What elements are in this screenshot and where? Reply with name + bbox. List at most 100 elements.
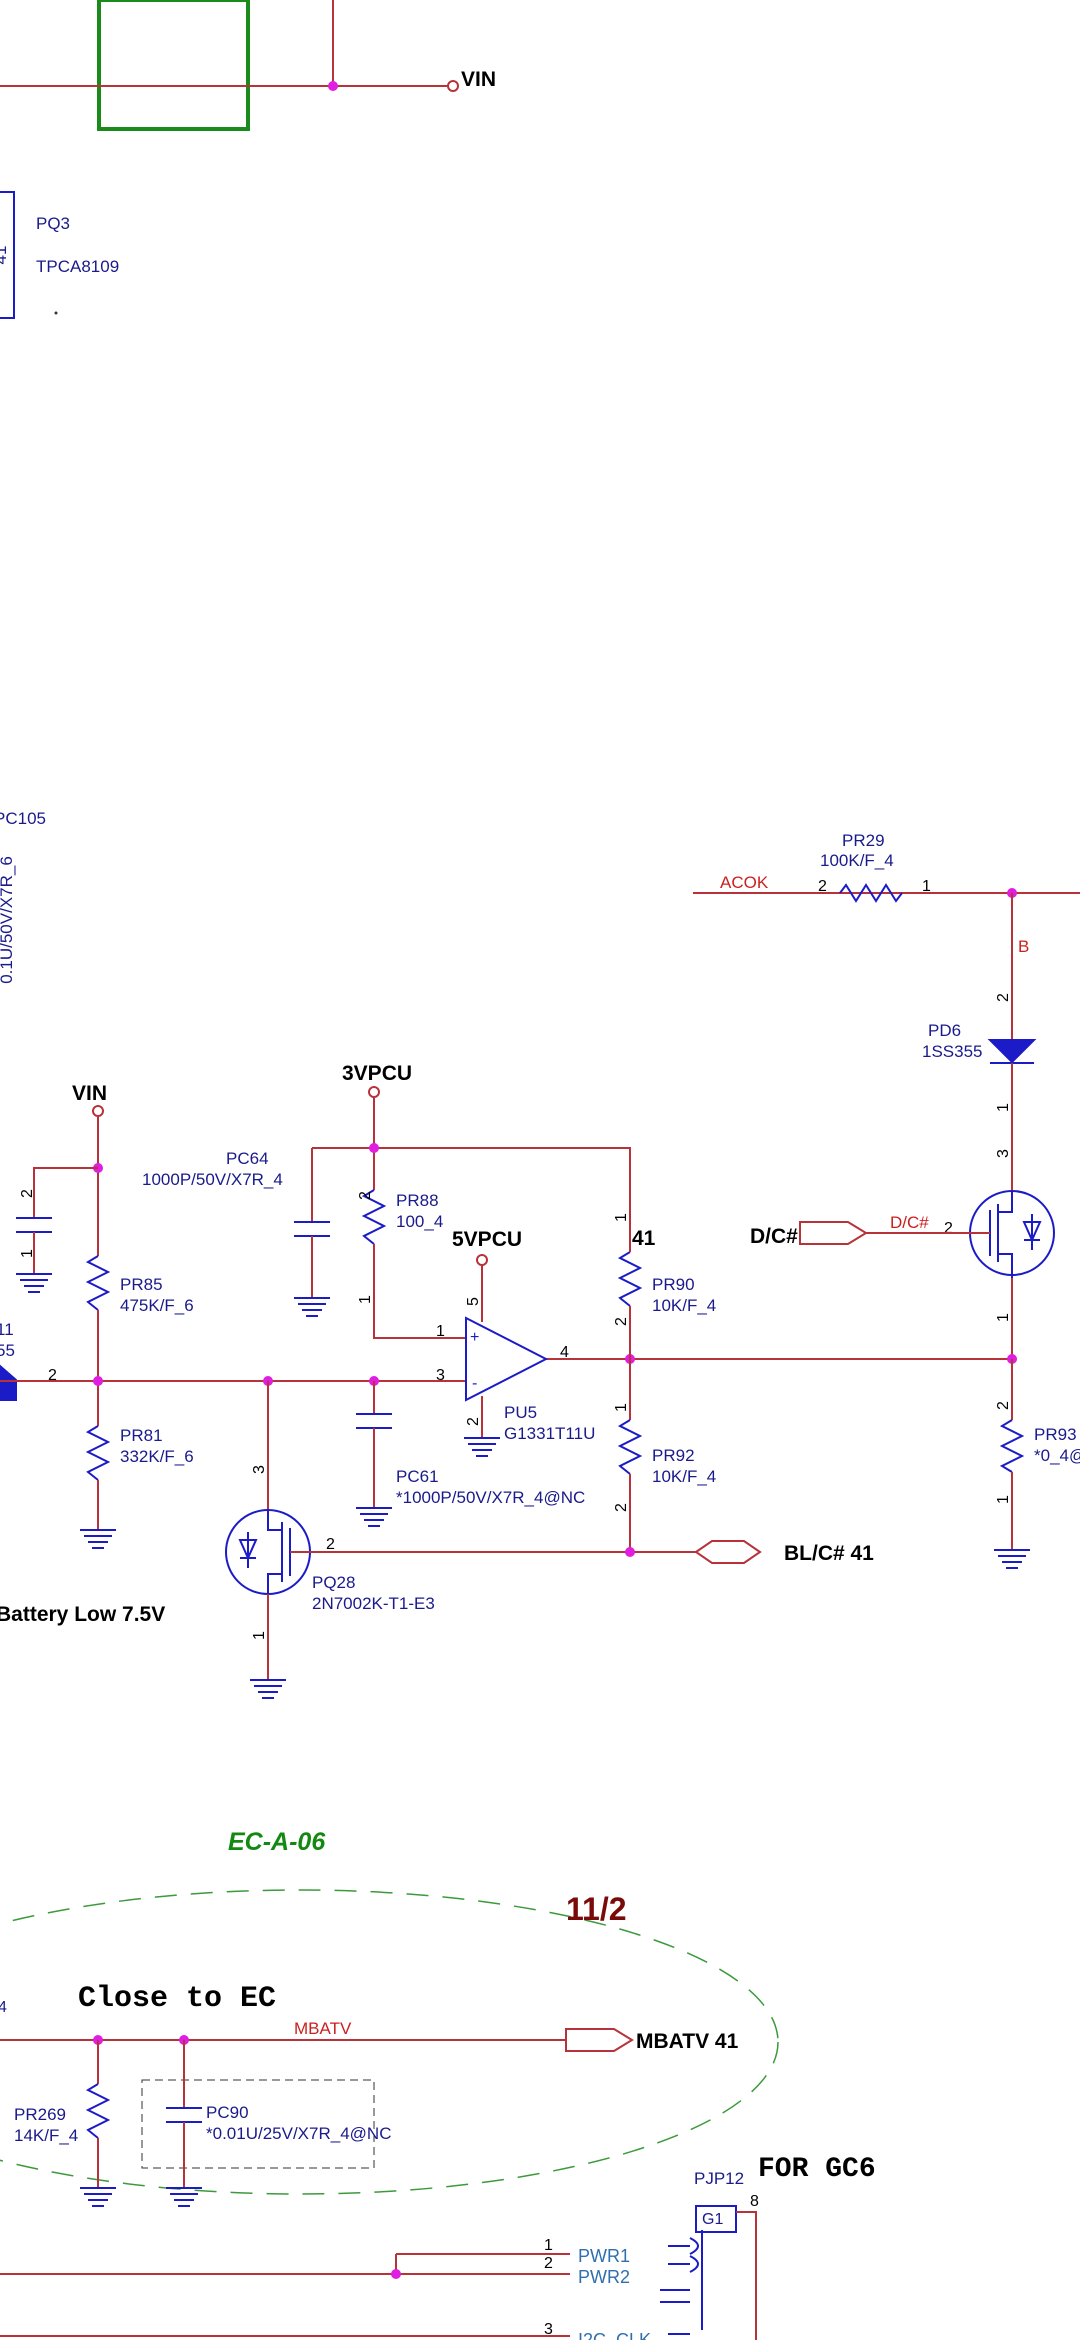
junction-divider bbox=[93, 1376, 103, 1386]
5vpcu-port bbox=[476, 1254, 488, 1266]
junction-blc bbox=[625, 1547, 635, 1557]
pr93-pin-bottom: 1 bbox=[995, 1495, 1012, 1504]
pd6-diode bbox=[987, 1039, 1037, 1064]
pr93-group: 2 1 PR93 *0_4@ bbox=[994, 1359, 1080, 1569]
pc90-ground-icon bbox=[166, 2187, 202, 2207]
dc-label: D/C# bbox=[750, 1225, 798, 1248]
pr88-pin-top: 2 bbox=[357, 1191, 374, 1200]
close-to-ec: Close to EC bbox=[78, 1982, 276, 2016]
pu5-ref: PU5 bbox=[504, 1403, 537, 1422]
pd6-value: 1SS355 bbox=[922, 1042, 983, 1061]
blc-label: BL/C# 41 bbox=[784, 1542, 874, 1565]
pr90-resistor bbox=[617, 1251, 643, 1307]
pc90-nc-box bbox=[141, 2079, 375, 2169]
vin-port-circle bbox=[447, 80, 459, 92]
acok-net: ACOK bbox=[720, 873, 769, 892]
pwr2-pin: 2 bbox=[544, 2255, 553, 2272]
pu5-pin-out: 4 bbox=[560, 1344, 569, 1361]
pr90-pin-bottom: 2 bbox=[613, 1317, 630, 1326]
pu5-pin-plus: 1 bbox=[436, 1323, 445, 1340]
pjp12-pin-8: 8 bbox=[750, 2193, 759, 2210]
pwr2-label: PWR2 bbox=[578, 2267, 630, 2287]
pr29-pin-right: 1 bbox=[922, 878, 931, 895]
pr269-ref: PR269 bbox=[14, 2105, 66, 2124]
3vpcu-port bbox=[368, 1086, 380, 1098]
junction-3vpcu bbox=[369, 1143, 379, 1153]
junction-pwr bbox=[391, 2269, 401, 2279]
dc-mosfet-source bbox=[998, 1253, 1013, 1278]
pr93-ref: PR93 bbox=[1034, 1425, 1077, 1444]
pc105-ref: PC105 bbox=[0, 809, 46, 828]
pr88-pin-bottom: 1 bbox=[357, 1295, 374, 1304]
pr269-ground-icon bbox=[80, 2187, 116, 2207]
pr269-value: 14K/F_4 bbox=[14, 2126, 78, 2145]
dc-pin-gate: 2 bbox=[944, 1220, 953, 1237]
pq3-ref: PQ3 bbox=[36, 214, 70, 233]
net-55: 55 bbox=[0, 1341, 15, 1360]
pjp12-header-box bbox=[695, 2205, 737, 2233]
pu5-opamp: 5VPCU 5 + - 1 3 4 2 PU5 G1331T11U bbox=[436, 1228, 595, 1457]
left-cap-pin-2: 2 bbox=[19, 1189, 36, 1198]
pr29-resistor bbox=[839, 883, 903, 903]
pjp12-pin-g1: G1 bbox=[702, 2211, 723, 2228]
pr85-value: 475K/F_6 bbox=[120, 1296, 194, 1315]
pu5-triangle bbox=[465, 1316, 549, 1402]
pr93-ground-icon bbox=[994, 1549, 1030, 1569]
dc-pin-top: 3 bbox=[995, 1149, 1012, 1158]
pq3-side-text: 41 bbox=[0, 246, 10, 265]
junction-vin-top bbox=[328, 81, 338, 91]
pu5-pin-gnd: 2 bbox=[465, 1417, 482, 1426]
pjp12-ref: PJP12 bbox=[694, 2169, 744, 2188]
pr92-ref: PR92 bbox=[652, 1446, 695, 1465]
vin-port-mid bbox=[92, 1105, 104, 1117]
left-arrow-port bbox=[0, 1364, 17, 1401]
pq28-pin-source: 1 bbox=[251, 1631, 268, 1640]
pq3-body-outline bbox=[0, 191, 15, 319]
pr29-ref: PR29 bbox=[842, 831, 885, 850]
pjp12-note: FOR GC6 bbox=[758, 2154, 876, 2185]
divider-section: VIN 2 1 PR85 475K/F_6 PR81 332K/F_6 bbox=[16, 1082, 194, 1549]
pr81-value: 332K/F_6 bbox=[120, 1447, 194, 1466]
pr88-resistor bbox=[361, 1189, 387, 1245]
pc64-ground-icon bbox=[294, 1297, 330, 1317]
left-cap-pin-1: 1 bbox=[19, 1249, 36, 1258]
pr92-pin-top: 1 bbox=[613, 1403, 630, 1412]
pc90-ref: PC90 bbox=[206, 2103, 249, 2122]
pwr1-pin: 1 bbox=[544, 2237, 553, 2254]
pq28-ground-icon bbox=[250, 1679, 286, 1699]
ec-tag: EC-A-06 bbox=[228, 1828, 326, 1856]
pwr1-label: PWR1 bbox=[578, 2246, 630, 2266]
pq28-drain-lead bbox=[267, 1510, 282, 1531]
pr92-group: 1 2 PR92 10K/F_4 BL/C# 41 bbox=[613, 1359, 874, 1565]
pr93-resistor bbox=[999, 1419, 1025, 1473]
pr29-value: 100K/F_4 bbox=[820, 851, 894, 870]
pr92-resistor bbox=[617, 1419, 643, 1475]
pr81-ground-icon bbox=[80, 1529, 116, 1549]
pc105-value: 0.1U/50V/X7R_6 bbox=[0, 856, 16, 984]
pc61-ground-icon bbox=[356, 1507, 392, 1527]
pu5-minus: - bbox=[472, 1375, 477, 1392]
pd6-pin-bottom: 1 bbox=[995, 1103, 1012, 1112]
dc-net: D/C# bbox=[890, 1213, 929, 1232]
pu5-pin-vcc: 5 bbox=[465, 1297, 482, 1306]
3vpcu-label: 3VPCU bbox=[342, 1062, 412, 1085]
pr92-pin-bottom: 2 bbox=[613, 1503, 630, 1512]
left-cap-wire bbox=[33, 1167, 98, 1218]
vin-label-top: VIN bbox=[461, 68, 496, 91]
pr81-resistor bbox=[85, 1425, 111, 1481]
dc-mosfet-drain bbox=[998, 1190, 1013, 1213]
pr93-value: *0_4@ bbox=[1034, 1446, 1080, 1465]
ec-dashed-ellipse bbox=[0, 1889, 779, 2195]
3vpcu-section: 3VPCU PC64 1000P/50V/X7R_4 2 1 PR88 100_… bbox=[142, 1062, 716, 1359]
pc64-ref: PC64 bbox=[226, 1149, 269, 1168]
pr85-ref: PR85 bbox=[120, 1275, 163, 1294]
node-pin-2: 2 bbox=[48, 1367, 57, 1384]
pr29-pin-left: 2 bbox=[818, 878, 827, 895]
pc90-value: *0.01U/25V/X7R_4@NC bbox=[206, 2124, 391, 2143]
pr90-pin-top: 1 bbox=[613, 1213, 630, 1222]
dc-pin-bottom: 1 bbox=[995, 1313, 1012, 1322]
ec-section: EC-A-06 11/2 Close to EC 4 MBATV MBATV 4… bbox=[0, 1828, 779, 2207]
mbatv-net: MBATV bbox=[294, 2019, 352, 2038]
green-component-box bbox=[97, 0, 250, 131]
pr90-tag: 41 bbox=[632, 1227, 656, 1250]
